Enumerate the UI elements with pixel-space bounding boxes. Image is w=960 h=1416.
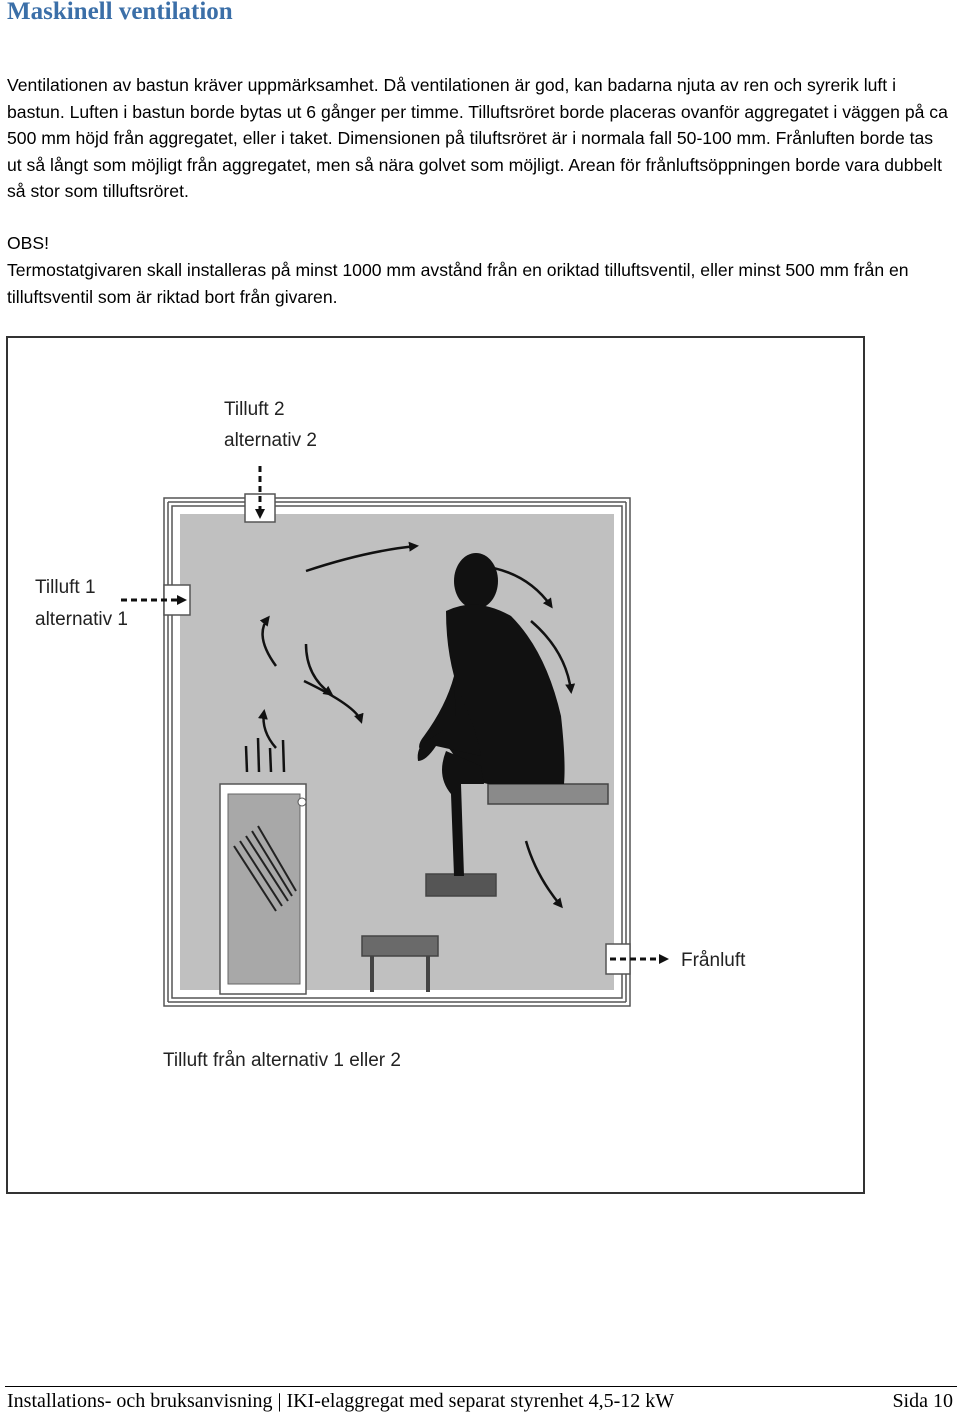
sauna-benches [361,783,609,992]
sauna-heater [219,737,307,995]
label-tilluft2-line1: Tilluft 2 [224,399,285,420]
airflow-arrows [257,541,576,909]
label-tilluft1-line1: Tilluft 1 [35,577,96,598]
footer-divider [5,1386,957,1387]
page-title: Maskinell ventilation [7,0,233,25]
diagram-caption: Tilluft från alternativ 1 eller 2 [163,1050,401,1071]
footer-page-number: Sida 10 [892,1390,953,1412]
label-tilluft2-line2: alternativ 2 [224,430,317,451]
seated-person-silhouette [417,553,565,876]
exhaust-vent [605,943,669,975]
obs-label: OBS! [7,233,50,253]
label-tilluft1-line2: alternativ 1 [35,609,128,630]
left-vent [121,584,191,616]
thermostat-paragraph: Termostatgivaren skall installeras på mi… [7,260,909,307]
label-franluft: Frånluft [681,950,746,971]
intro-paragraph: Ventilationen av bastun kräver uppmärksa… [7,75,948,201]
top-vent [244,466,276,523]
page-footer: Installations- och bruksanvisning | IKI-… [7,1390,953,1413]
footer-document-title: Installations- och bruksanvisning | IKI-… [7,1390,675,1412]
sauna-ventilation-diagram: Tilluft 2 alternativ 2 Tilluft 1 alterna… [6,336,865,1194]
